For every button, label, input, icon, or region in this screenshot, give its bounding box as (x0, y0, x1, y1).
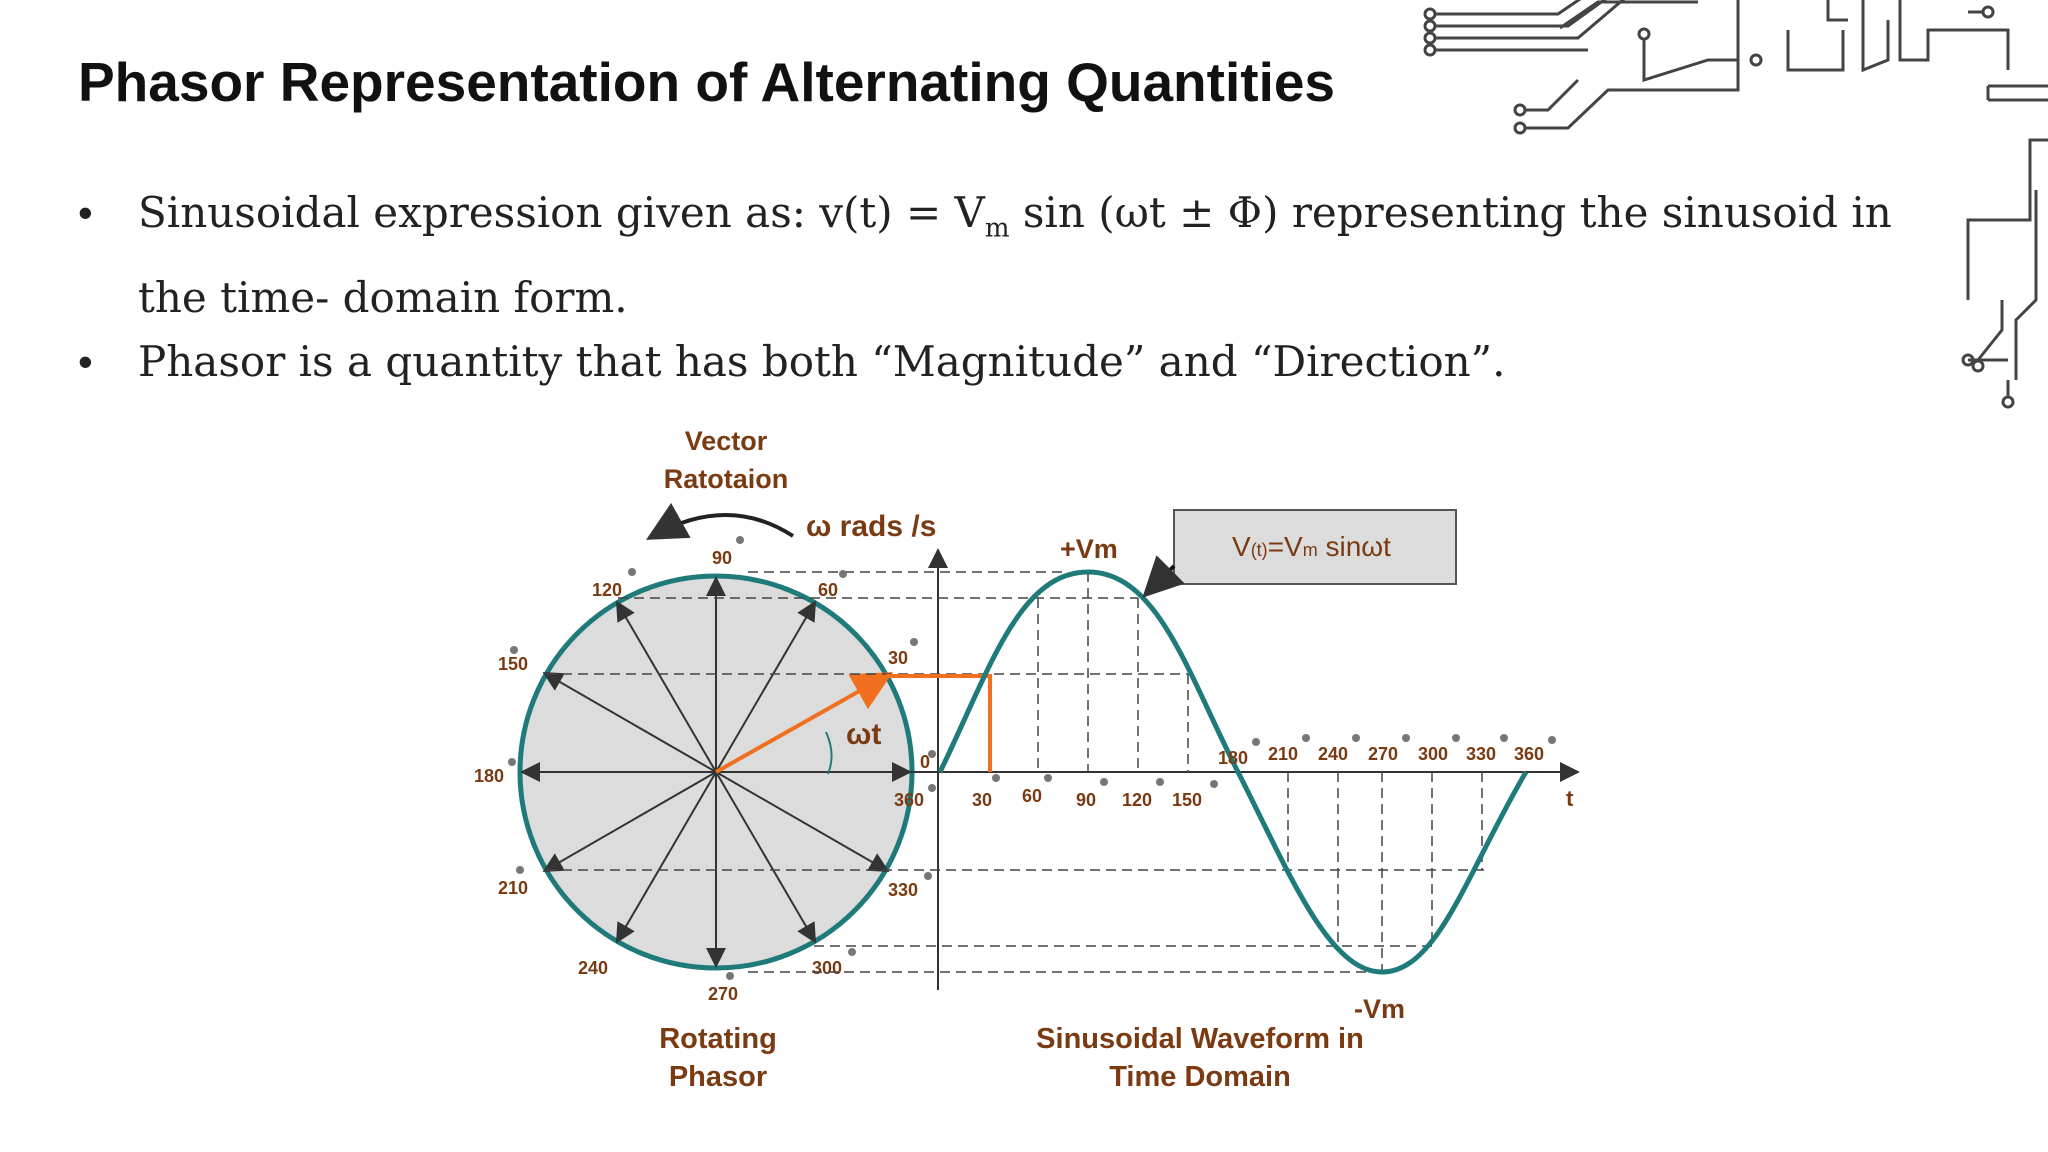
angle-label-330: 330 (888, 880, 918, 900)
formula-box (1173, 509, 1457, 585)
wave-label-210: 210 (1268, 744, 1298, 764)
phasor-spokes (520, 576, 912, 968)
time-axis-label: t (1566, 786, 1574, 811)
omega-label: ω rads /s (806, 510, 936, 543)
projection-lines (546, 571, 1488, 973)
caption-right-2: Time Domain (1109, 1061, 1291, 1093)
circle-angle-labels: 0 30 60 90 120 150 180 210 240 270 300 3… (474, 548, 930, 1004)
angle-label-300: 300 (812, 958, 842, 978)
wave-label-60: 60 (1022, 786, 1042, 806)
slide-title: Phasor Representation of Alternating Qua… (78, 51, 1336, 113)
circuit-decoration-icon (1423, 0, 2048, 409)
wave-label-270: 270 (1368, 744, 1398, 764)
angle-label-210: 210 (498, 878, 528, 898)
bullet-text: Phasor is a quantity that has both “Magn… (138, 337, 1506, 387)
caption-left-1: Rotating (659, 1023, 777, 1055)
wave-label-30: 30 (972, 790, 992, 810)
bullet-item: • Phasor is a quantity that has both “Mag… (78, 327, 1918, 397)
angle-label-120: 120 (592, 580, 622, 600)
wave-label-90: 90 (1076, 790, 1096, 810)
caption-right-1: Sinusoidal Waveform in (1036, 1023, 1364, 1055)
angle-label-60: 60 (818, 580, 838, 600)
angle-label-0: 0 (920, 752, 930, 772)
vector-rotation-label-2: Ratotaion (664, 464, 789, 494)
bullet-list: • Sinusoidal expression given as: v(t) = … (78, 178, 1918, 397)
phasor-vector (715, 672, 893, 774)
angle-label-90: 90 (712, 548, 732, 568)
angle-label-240: 240 (578, 958, 608, 978)
angle-label-180: 180 (474, 766, 504, 786)
formula-text: V(t)=Vm sinωt (1232, 531, 1391, 562)
wave-label-360: 360 (1514, 744, 1544, 764)
bullet-subscript: m (984, 213, 1010, 244)
caption-left-2: Phasor (669, 1061, 767, 1093)
phasor-diagram: ωt Vector Ratotaion ω rads /s 0 30 60 90… (448, 424, 1600, 1104)
formula-pointer-arrow-icon (1142, 555, 1185, 598)
bullet-dot: • (78, 189, 93, 236)
wave-label-120: 120 (1122, 790, 1152, 810)
sine-wave (937, 569, 1529, 975)
peak-positive-label: +Vm (1060, 534, 1118, 564)
wave-label-300: 300 (1418, 744, 1448, 764)
bullet-text: Sinusoidal expression given as: v(t) = V (138, 188, 985, 237)
peak-negative-label: -Vm (1354, 994, 1405, 1024)
wave-angle-labels: 30 60 90 120 150 180 210 240 270 300 330… (972, 744, 1544, 810)
wave-label-150: 150 (1172, 790, 1202, 810)
projection-bracket (886, 674, 992, 772)
bullet-item: • Sinusoidal expression given as: v(t) = … (78, 178, 1918, 333)
angle-label-360: 360 (894, 790, 924, 810)
marker-dots (508, 536, 1556, 980)
vector-rotation-label-1: Vector (685, 426, 768, 456)
wave-label-330: 330 (1466, 744, 1496, 764)
omega-t-label: ωt (846, 718, 881, 751)
wave-label-180: 180 (1218, 748, 1248, 768)
angle-label-30: 30 (888, 648, 908, 668)
bullet-text-continued: sin (ωt ± Φ) representing the sinusoid i… (138, 188, 1892, 323)
omega-t-arc (825, 731, 833, 775)
bullet-dot: • (78, 338, 93, 386)
angle-label-150: 150 (498, 654, 528, 674)
rotation-arrow-icon (646, 502, 795, 540)
angle-label-270: 270 (708, 984, 738, 1004)
wave-label-240: 240 (1318, 744, 1348, 764)
